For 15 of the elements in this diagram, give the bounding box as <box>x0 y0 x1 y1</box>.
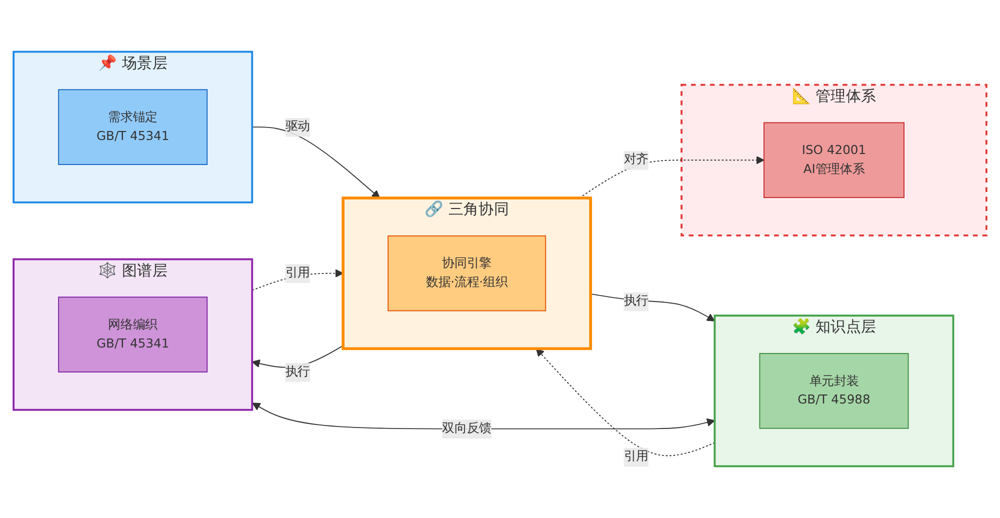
edge-label: 引用 <box>624 450 648 464</box>
edge-label: 引用 <box>285 266 310 280</box>
arrow <box>252 126 380 198</box>
arrow <box>536 348 716 456</box>
edge-label: 执行 <box>285 364 310 380</box>
edge-label: 对齐 <box>624 152 648 167</box>
arrow <box>252 402 716 430</box>
node-box: 需求锚定 GB/T 45341 <box>58 89 208 165</box>
edge-label: 双向反馈 <box>442 421 492 436</box>
node-box: 协同引擎 数据·流程·组织 <box>388 235 546 312</box>
node-box: 网络编织 GB/T 45341 <box>58 296 208 372</box>
edge-label: 执行 <box>624 294 648 308</box>
node-box: 单元封装 GB/T 45988 <box>759 353 909 429</box>
edge-label: 驱动 <box>285 120 310 134</box>
node-box: ISO 42001 AI管理体系 <box>764 122 904 198</box>
